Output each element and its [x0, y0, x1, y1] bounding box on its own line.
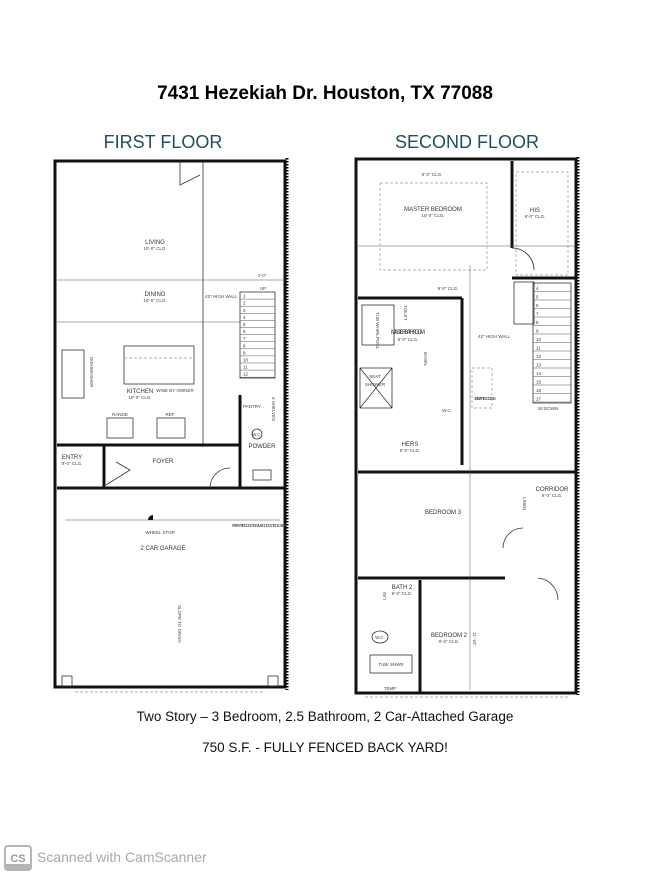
stair-number: 5: [536, 295, 539, 300]
tub-whirlpool-label: TUB WHIRLPOOL: [375, 312, 380, 350]
room-master-bathroom: MASTER BATHROOM: [391, 330, 425, 336]
ceiling-height: 9'-0" CLG.: [398, 337, 419, 342]
ceiling-height: 10'-0" CLG.: [421, 213, 444, 218]
room-powder: POWDER: [249, 444, 277, 450]
stair-number: 13: [536, 363, 542, 368]
ceiling-height: 9'-0" CLG.: [439, 639, 460, 644]
stair-number: 8: [243, 343, 246, 348]
first-floor-labels: LIVING 10'-0" CLG. DINING 10'-0" CLG. KI…: [62, 240, 288, 643]
stair-down-label: 18 DOWN: [538, 406, 559, 411]
toilet-label: TOILET: [403, 305, 408, 321]
stair-number: 17: [536, 397, 542, 402]
wine-by-owner-note: WINE BY OWNER: [156, 388, 194, 393]
ceiling-height: 10'-0" CLG.: [143, 246, 166, 251]
stair-number: 9: [536, 329, 539, 334]
caption-yard: 750 S.F. - FULLY FENCED BACK YARD!: [202, 740, 448, 755]
ceiling-height: 9'-0" CLG.: [525, 214, 546, 219]
room-hers-closet: HERS: [402, 442, 419, 448]
room-foyer: FOYER: [153, 459, 174, 465]
stair-number: 3: [243, 308, 246, 313]
stair-number: 6: [243, 329, 246, 334]
seat-label: SEAT: [369, 374, 381, 379]
room-bedroom-2: BEDROOM 2: [431, 633, 468, 639]
stair-number: 6: [536, 303, 539, 308]
stair-number: 12: [536, 354, 542, 359]
stair-number: 4: [536, 286, 539, 291]
ceiling-height: 9'-0" CLG.: [400, 448, 421, 453]
ceiling-height: 9'-0" CLG.: [438, 286, 459, 291]
stair-number: 8: [536, 320, 539, 325]
stair-number: 2: [243, 301, 246, 306]
fire-door-note: FIRE RATED DOOR W/ MECH DOOR CLOSER: [232, 523, 288, 528]
stair-number: 4: [243, 315, 246, 320]
room-garage: 2 CAR GARAGE: [140, 546, 185, 552]
stair-up-label: UP: [260, 286, 266, 291]
room-bath-2: BATH 2: [392, 585, 413, 591]
high-wall-note: 42" HIGH WALL: [205, 294, 238, 299]
second-floor-labels: 9'-0" CLG. MASTER BEDROOM 10'-0" CLG. HI…: [365, 172, 569, 691]
ceiling-height: 10'-0" CLG.: [128, 395, 151, 400]
stair-number: 7: [243, 336, 246, 341]
stair-number: 14: [536, 371, 542, 376]
ceiling-height: 9'-0" CLG.: [62, 461, 83, 466]
room-living: LIVING: [145, 240, 165, 246]
room-dimension: 11'-10": [472, 632, 477, 646]
stair-number: 12: [243, 372, 249, 377]
attic-access-label: 30"x54" ATTIC ACCESS: [474, 396, 496, 401]
stair-number: 15: [536, 380, 542, 385]
caption-summary: Two Story – 3 Bedroom, 2.5 Bathroom, 2 C…: [137, 709, 514, 724]
ceiling-height: 9'-0" CLG.: [392, 591, 413, 596]
wc-label: W.C.: [375, 635, 385, 640]
wheel-stop-note: WHEEL STOP: [145, 530, 174, 535]
ceiling-height: 9'-0" CLG.: [542, 493, 563, 498]
watermark-text: Scanned with CamScanner: [37, 849, 207, 865]
second-floor-heading: SECOND FLOOR: [395, 132, 539, 152]
linen-closet-label: LINEN: [522, 497, 527, 510]
stair-number: 16: [536, 388, 542, 393]
basin-label: BASIN: [423, 352, 428, 366]
stair-number: 1: [243, 294, 246, 299]
room-dining: DINING: [145, 292, 166, 298]
wc-label: W.C.: [442, 408, 452, 413]
svg-text:CS: CS: [10, 853, 25, 865]
room-bedroom-3: BEDROOM 3: [425, 510, 462, 516]
ceiling-height: 10'-0" CLG.: [143, 298, 166, 303]
stair-number: 5: [243, 322, 246, 327]
stair-number: 7: [536, 312, 539, 317]
temp-label: TEMP: [384, 686, 397, 691]
stair-number: 10: [243, 358, 249, 363]
room-his-closet: HIS: [530, 208, 540, 214]
room-master-bedroom: MASTER BEDROOM: [404, 207, 462, 213]
room-pantry: PANTRY: [243, 404, 261, 409]
slope-to-drain-note: SLOPE TO DRAIN: [177, 605, 182, 643]
stair-number: 11: [243, 365, 248, 370]
tub-shower-label: TUB/ SHWR: [378, 662, 404, 667]
shower-label: SHOWER: [365, 382, 386, 387]
ref-label: REF: [166, 412, 175, 417]
property-address-title: 7431 Hezekiah Dr. Houston, TX 77088: [157, 83, 493, 104]
stair-number: 9: [243, 350, 246, 355]
lav-label: LAV: [382, 592, 387, 600]
room-entry: ENTRY: [62, 455, 82, 461]
dishwasher-label: DISHWASHER: [89, 357, 94, 388]
stair-number: 10: [536, 337, 542, 342]
ceiling-height: 9'-0" CLG.: [422, 172, 443, 177]
first-floor-heading: FIRST FLOOR: [104, 132, 223, 152]
shelves-label: 3 SHELVES: [271, 397, 276, 421]
room-corridor: CORRIDOR: [536, 487, 569, 493]
camscanner-watermark: CS Scanned with CamScanner: [4, 845, 207, 871]
high-wall-note: 42" HIGH WALL: [478, 334, 511, 339]
stair-width-dim: 4'-0": [258, 273, 267, 278]
room-kitchen: KITCHEN: [127, 389, 153, 395]
second-floor-plan: 4 5 6 7 8 9 10 11 12 13 14 15 16 17: [354, 157, 580, 698]
range-label: RANGE: [112, 412, 128, 417]
wc-label: W.C.: [252, 432, 262, 437]
stair-number: 11: [536, 346, 541, 351]
